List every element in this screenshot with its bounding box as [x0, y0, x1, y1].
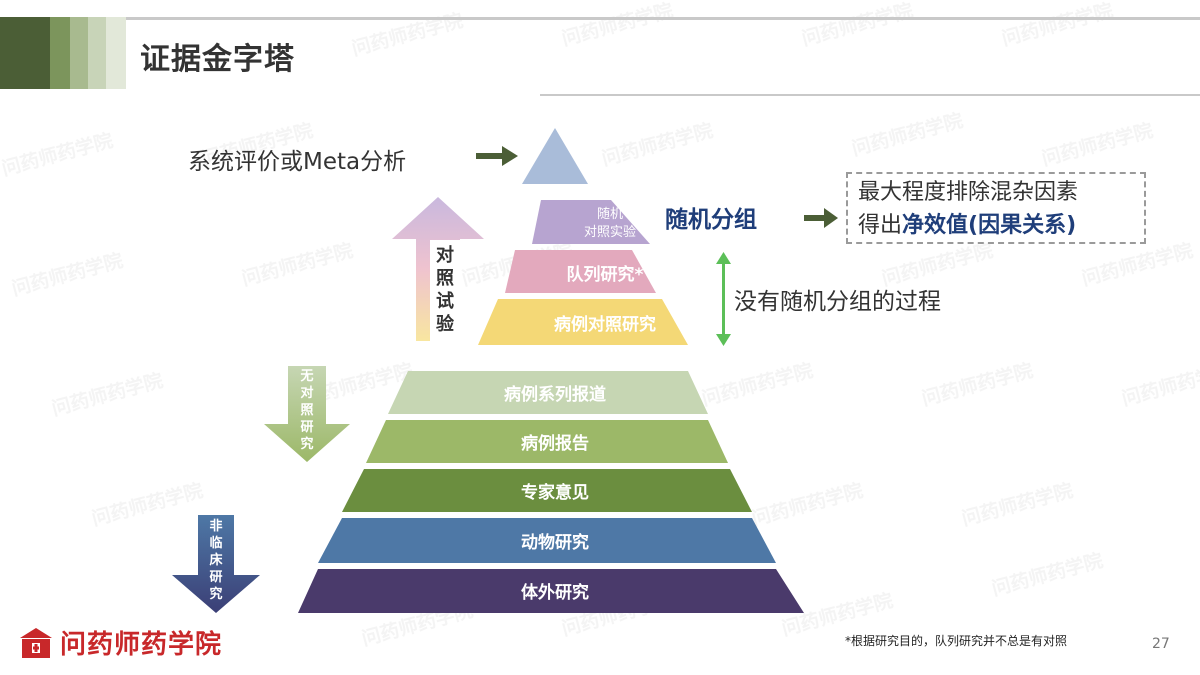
- layer-in-vitro: 体外研究: [521, 582, 589, 603]
- arrow-right-icon: [476, 146, 518, 166]
- net-effect-highlight: 净效值(因果关系): [902, 213, 1077, 238]
- control-trial-char: 照: [436, 268, 454, 289]
- brand-logo: 问药师药学院: [18, 624, 222, 661]
- conclusion-prefix: 得出: [858, 213, 903, 238]
- non-clinical-char: 研: [209, 570, 223, 585]
- header-top-rule: [0, 17, 1200, 20]
- control-trial-char: 对: [436, 245, 454, 266]
- layer-case-report: 病例报告: [521, 433, 589, 454]
- arrow-right-icon: [804, 208, 838, 228]
- down-arrow-icon: [264, 366, 350, 462]
- non-clinical-char: 非: [209, 519, 223, 534]
- control-trial-char: 验: [436, 314, 454, 335]
- no-control-char: 对: [300, 386, 314, 401]
- no-random-label: 没有随机分组的过程: [734, 289, 941, 315]
- page-title: 证据金字塔: [140, 42, 295, 77]
- conclusion-line-2: 得出净效值(因果关系): [858, 209, 1144, 242]
- random-group-label: 随机分组: [665, 207, 757, 233]
- double-arrow-icon: [716, 252, 731, 346]
- control-trial-char: 试: [436, 291, 454, 312]
- pyramid-shape: [298, 200, 804, 613]
- non-clinical-char: 临: [209, 536, 223, 551]
- no-control-char: 究: [300, 437, 314, 452]
- no-control-char: 研: [300, 420, 314, 435]
- layer-cohort: 队列研究*: [566, 264, 644, 285]
- conclusion-line-1: 最大程度排除混杂因素: [858, 180, 1079, 205]
- no-control-char: 无: [300, 369, 314, 384]
- school-logo-icon: [20, 627, 52, 658]
- layer-case-series: 病例系列报道: [504, 384, 606, 405]
- non-clinical-char: 床: [209, 553, 223, 568]
- header-bottom-rule: [540, 94, 1200, 96]
- control-trial-label: 对 照 试 验: [431, 244, 459, 336]
- down-arrow-icon: [172, 515, 260, 613]
- footnote: *根据研究目的，队列研究并不总是有对照: [845, 634, 1068, 648]
- no-control-label: 无 对 照 研 究: [294, 368, 320, 453]
- layer-rct: 随机 对照实验: [583, 207, 636, 240]
- layer-animal-study: 动物研究: [521, 532, 589, 553]
- layer-case-control: 病例对照研究: [554, 314, 656, 335]
- brand-name: 问药师药学院: [60, 630, 223, 660]
- page-number: 27: [1152, 636, 1170, 652]
- layer-expert-opinion: 专家意见: [521, 482, 589, 503]
- pyramid-apex-triangle: [522, 128, 588, 184]
- conclusion-box: 最大程度排除混杂因素 得出净效值(因果关系): [846, 172, 1146, 244]
- meta-analysis-label: 系统评价或Meta分析: [188, 149, 407, 175]
- no-control-char: 照: [300, 403, 314, 418]
- non-clinical-char: 究: [209, 587, 223, 602]
- control-trial-text-bg: [430, 240, 460, 342]
- non-clinical-label: 非 临 床 研 究: [203, 518, 229, 603]
